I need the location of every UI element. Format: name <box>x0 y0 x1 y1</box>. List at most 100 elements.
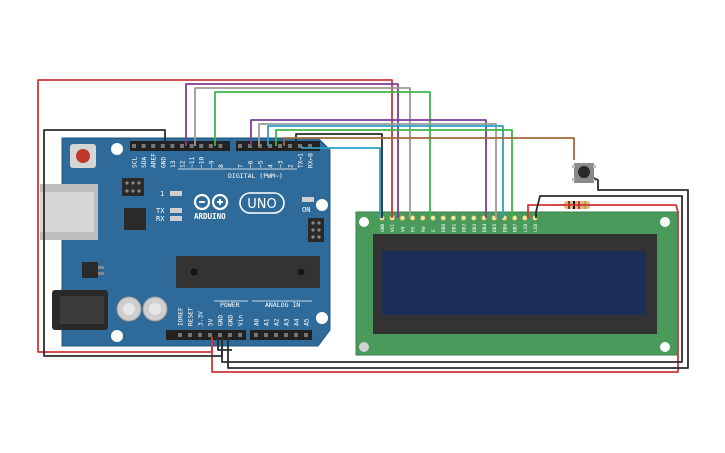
header-pin[interactable] <box>284 333 288 337</box>
header-pin[interactable] <box>218 333 222 337</box>
top-pin-label: SDA <box>141 157 148 168</box>
wire-red-5v <box>211 204 679 373</box>
header-pin[interactable] <box>198 333 202 337</box>
mounting-hole <box>359 217 369 227</box>
lcd-pin[interactable] <box>420 215 426 221</box>
header-pin[interactable] <box>151 144 156 148</box>
lcd-pin[interactable] <box>450 215 457 221</box>
top-pin-label: 2 <box>288 164 295 168</box>
header-pin[interactable] <box>248 144 252 148</box>
header-pin[interactable] <box>278 144 282 148</box>
wire-cyan-rs <box>301 146 381 218</box>
header-pin[interactable] <box>160 144 165 148</box>
header-pin[interactable] <box>238 144 242 148</box>
wire-purple-5 <box>250 119 487 218</box>
header-pin[interactable] <box>178 333 182 337</box>
header-pin[interactable] <box>254 333 258 337</box>
lcd-pin[interactable] <box>440 215 446 221</box>
wire-cyan-3 <box>267 125 504 218</box>
power-label: POWER <box>220 301 240 309</box>
bottom-pin-label: A4 <box>294 318 301 326</box>
lcd-pin[interactable] <box>471 215 477 221</box>
header-pin[interactable] <box>288 144 292 148</box>
capacitor-2 <box>142 296 168 322</box>
lcd-pin-label: DB2 <box>462 223 468 232</box>
header-pin[interactable] <box>188 333 192 337</box>
header-pin[interactable] <box>238 333 242 337</box>
header-pin[interactable] <box>180 144 184 148</box>
wire-purple-12 <box>185 83 399 218</box>
lcd-pin-label: E <box>431 229 437 232</box>
top-pin-label: ~3 <box>278 160 285 168</box>
top-pin-label: GND <box>160 157 167 168</box>
header-pin[interactable] <box>218 144 223 148</box>
header-pin[interactable] <box>268 144 272 148</box>
header-pin[interactable] <box>308 144 312 148</box>
header-pin[interactable] <box>274 333 278 337</box>
header-pin[interactable] <box>304 333 308 337</box>
lcd-screen <box>382 251 646 315</box>
header-pin[interactable] <box>294 333 298 337</box>
header-pin[interactable] <box>199 144 204 148</box>
bottom-pin-label: A5 <box>304 318 311 326</box>
lcd-pin-label: RS <box>411 226 417 232</box>
bottom-pin-label: A1 <box>264 318 271 326</box>
header-pin[interactable] <box>264 333 268 337</box>
wire-black-left <box>43 129 223 357</box>
bottom-pin-label: GND <box>218 315 225 326</box>
icsp-header-2 <box>308 218 324 242</box>
lcd-pin[interactable] <box>409 215 416 221</box>
header-pin[interactable] <box>228 333 232 337</box>
tx-led <box>170 208 182 213</box>
mounting-hole <box>316 312 328 324</box>
wires <box>37 79 689 373</box>
rx-label: RX <box>156 215 165 223</box>
brand-label: ARDUINO <box>194 212 226 221</box>
lcd-pin-label: DB3 <box>472 223 478 232</box>
header-pin[interactable] <box>170 144 175 148</box>
header-pin[interactable] <box>258 144 262 148</box>
wire-black-lcd-rw <box>217 337 232 351</box>
icsp-header-1 <box>122 178 144 196</box>
header-pin[interactable] <box>208 333 212 337</box>
mounting-hole <box>111 330 123 342</box>
wire-black-ground-2 <box>227 177 689 369</box>
bottom-pin-label: A0 <box>254 318 261 326</box>
reset-button[interactable] <box>70 144 96 168</box>
mounting-hole <box>359 342 369 352</box>
top-pin-label: TX→1 <box>298 153 305 168</box>
bottom-pin-label: 3.3V <box>198 311 205 326</box>
header-pin[interactable] <box>189 144 194 148</box>
lcd-pin[interactable] <box>511 215 518 221</box>
bottom-header-pins <box>178 333 308 337</box>
lcd-pin[interactable] <box>460 215 467 221</box>
bottom-pin-label: RESET <box>188 307 195 326</box>
push-button[interactable] <box>572 163 596 183</box>
lcd-pin[interactable] <box>522 215 528 221</box>
lcd-pin[interactable] <box>430 215 436 221</box>
top-pin-label: 12 <box>180 160 187 168</box>
power-jack <box>52 290 108 330</box>
digital-label: DIGITAL (PWM~) <box>228 172 283 180</box>
top-pin-label: ~10 <box>199 157 206 168</box>
header-pin[interactable] <box>298 144 302 148</box>
lcd-pin[interactable] <box>399 215 406 221</box>
lcd-pin-label: RW <box>421 226 427 232</box>
on-led <box>302 197 314 202</box>
lcd-pin-label: DB1 <box>451 223 457 232</box>
top-pin-label: ~11 <box>189 157 196 168</box>
header-pin[interactable] <box>208 144 213 148</box>
header-pin[interactable] <box>141 144 146 148</box>
mounting-hole <box>111 143 123 155</box>
analog-header <box>250 330 312 340</box>
bottom-pin-label: A3 <box>284 318 291 326</box>
header-pin[interactable] <box>132 144 136 148</box>
mounting-hole <box>660 342 670 352</box>
analog-label: ANALOG IN <box>265 301 300 309</box>
bottom-pin-label: Vin <box>238 315 245 326</box>
model-label: UNO <box>247 197 276 212</box>
